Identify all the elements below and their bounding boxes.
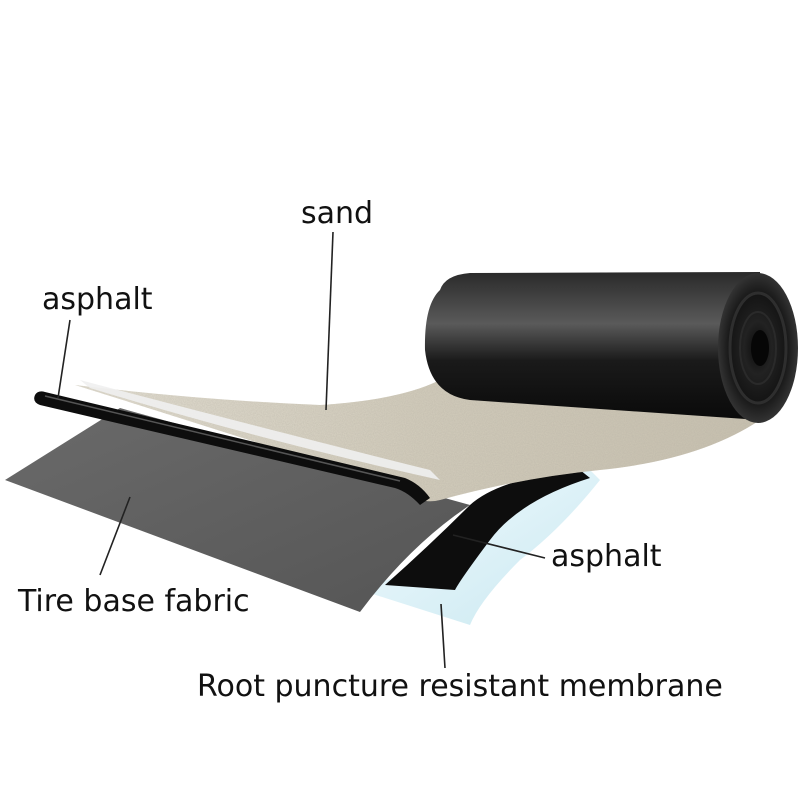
label-tire-base-fabric: Tire base fabric bbox=[18, 584, 250, 619]
leader-line-tire-fabric bbox=[99, 496, 131, 576]
top-asphalt-edge bbox=[34, 391, 430, 505]
leader-line-root-membrane bbox=[440, 603, 446, 669]
label-asphalt-right: asphalt bbox=[551, 539, 662, 574]
membrane-roll bbox=[424, 272, 760, 420]
leader-line-sand bbox=[325, 231, 334, 411]
tire-base-fabric-layer bbox=[5, 408, 470, 612]
lower-asphalt-layer bbox=[385, 470, 590, 590]
label-asphalt-top: asphalt bbox=[42, 282, 153, 317]
leader-line-asphalt-top bbox=[57, 319, 71, 399]
leader-line-asphalt-right bbox=[452, 534, 546, 559]
label-sand: sand bbox=[301, 196, 374, 231]
label-root-puncture-membrane: Root puncture resistant membrane bbox=[197, 669, 723, 704]
